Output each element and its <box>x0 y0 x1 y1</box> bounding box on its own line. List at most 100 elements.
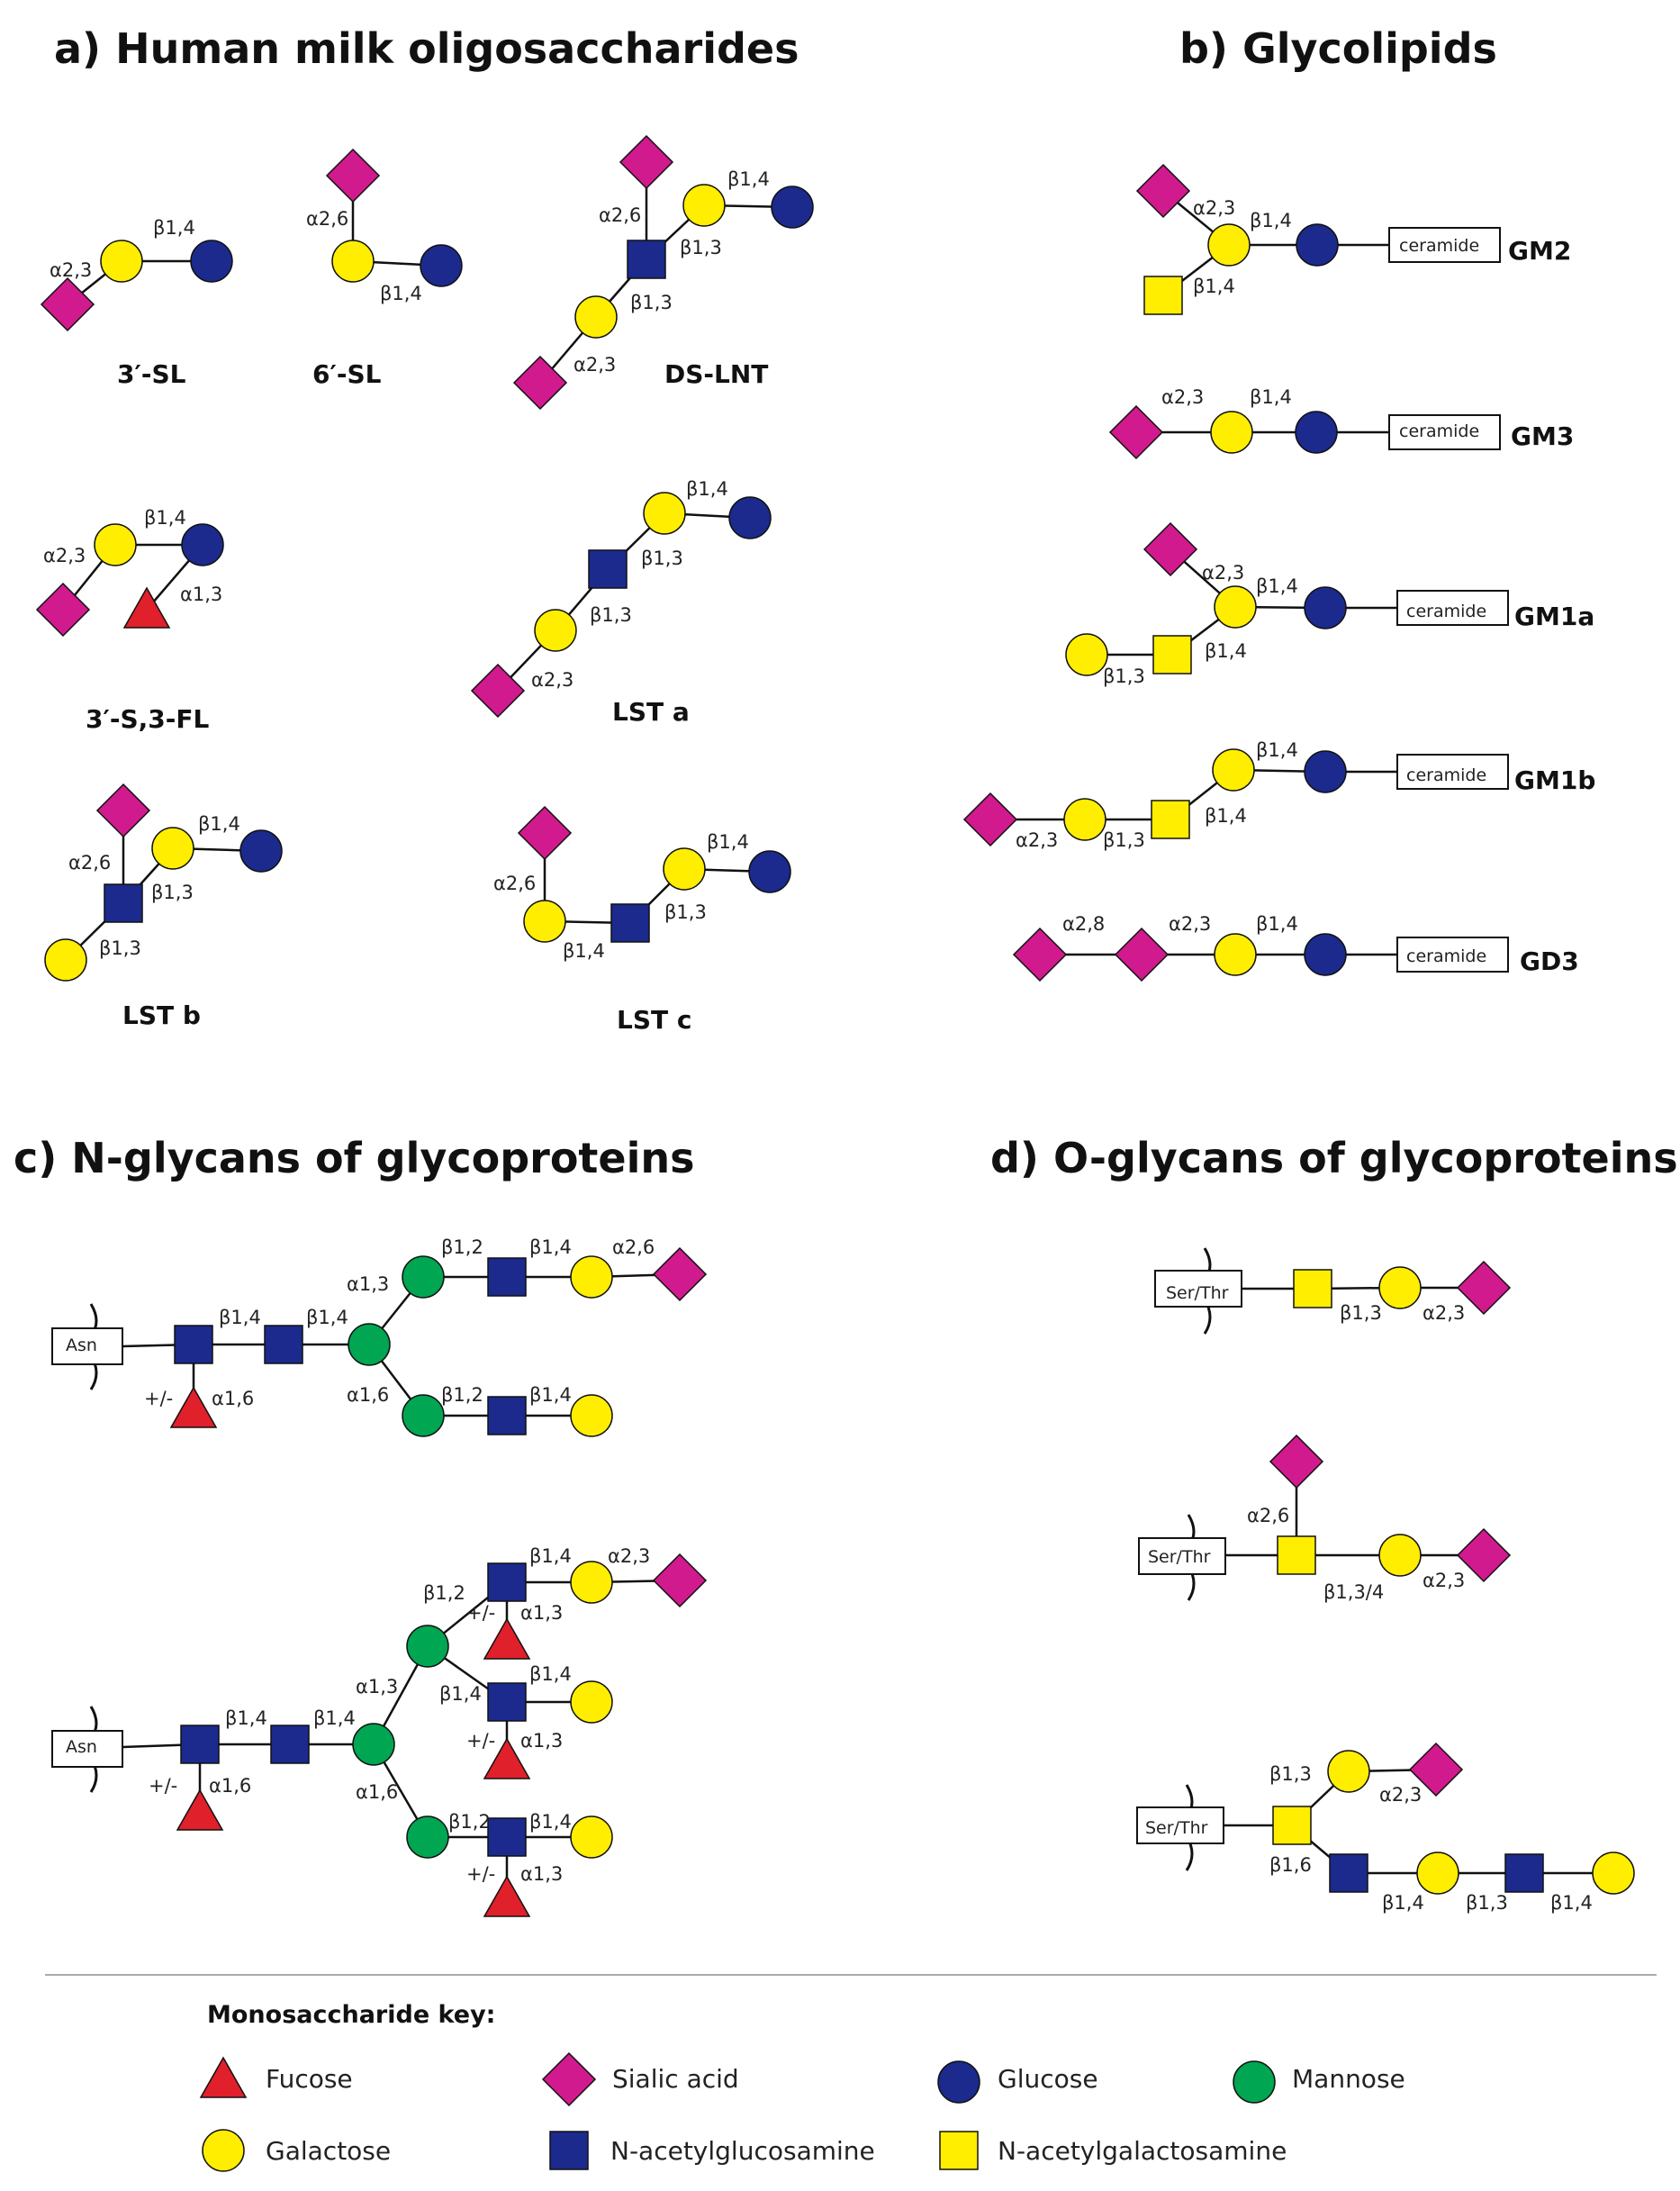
link-label: β1,4 <box>219 1307 261 1328</box>
galactose-icon <box>94 523 137 566</box>
galactose-icon <box>1214 585 1257 629</box>
galactose-icon <box>570 1394 613 1437</box>
link-label: β1,2 <box>441 1236 483 1258</box>
link-label: β1,4 <box>153 217 195 239</box>
link-label: +/- <box>144 1388 173 1409</box>
anchor-box <box>1138 1537 1226 1575</box>
galactose-icon <box>1378 1266 1422 1309</box>
panel-d-title: d) O-glycans of glycoproteins <box>990 1134 1678 1182</box>
link-label: α2,3 <box>531 669 574 691</box>
glcnac-icon <box>487 1682 527 1722</box>
link-label: β1,4 <box>686 478 728 500</box>
glucose-icon <box>1304 933 1347 976</box>
fucose-icon <box>122 586 171 629</box>
link-label: β1,2 <box>448 1811 491 1833</box>
anchor-box <box>51 1730 123 1768</box>
sialic-acid-icon <box>541 2051 597 2107</box>
link-label: β1,3 <box>1103 829 1145 851</box>
link-label: α1,3 <box>347 1273 389 1295</box>
glucose-icon <box>728 496 772 539</box>
link-label: β1,4 <box>225 1707 267 1729</box>
key-label-galnac: N-acetylgalactosamine <box>998 2136 1287 2166</box>
link-label: +/- <box>149 1775 177 1797</box>
anchor-box <box>1396 754 1509 790</box>
mannose-icon <box>352 1723 395 1766</box>
galactose-icon <box>570 1680 613 1724</box>
sialic-acid-icon <box>325 148 381 204</box>
link-label: β1,4 <box>1205 805 1247 827</box>
bond-layer <box>62 162 1613 1898</box>
glcnac-icon <box>270 1725 310 1764</box>
asn-label: Asn <box>66 1737 97 1757</box>
sialic-acid-icon <box>1456 1527 1512 1583</box>
sialic-acid-icon <box>1269 1434 1324 1489</box>
link-label: β1,3 <box>680 237 722 258</box>
hmo-lstc: α2,6 β1,4 β1,3 β1,4 LST c <box>493 831 749 1035</box>
glycan-name: LST b <box>122 1000 201 1030</box>
ceramide-label: ceramide <box>1399 236 1479 256</box>
link-label: α1,6 <box>356 1781 398 1803</box>
link-label: α2,8 <box>1062 913 1105 935</box>
nglycan-1: Asn β1,4 β1,4 +/- α1,6 α1,3 β1,2 β1,4 α2… <box>66 1236 655 1409</box>
glucose-icon <box>1296 223 1339 267</box>
link-label: β1,3 <box>1340 1302 1382 1324</box>
link-label: α2,3 <box>1169 913 1211 935</box>
glcnac-icon <box>487 1257 527 1297</box>
glcnac-icon <box>264 1325 303 1364</box>
link-label: α2,3 <box>1423 1570 1465 1591</box>
fucose-icon <box>169 1386 218 1428</box>
galnac-icon <box>1293 1269 1332 1308</box>
ceramide-label: ceramide <box>1399 421 1479 441</box>
mannose-icon <box>1233 2060 1276 2104</box>
glcnac-icon <box>588 549 628 589</box>
link-label: α2,6 <box>599 204 641 226</box>
anchor-box-layer <box>51 227 1509 1844</box>
link-label: β1,4 <box>380 283 422 304</box>
glcnac-icon <box>487 1562 527 1602</box>
link-label: +/- <box>466 1863 495 1885</box>
link-label: β1,4 <box>306 1307 348 1328</box>
link-label: α2,6 <box>493 873 536 894</box>
fucose-icon <box>483 1737 531 1779</box>
link-label: α1,3 <box>520 1863 563 1885</box>
anchor-box <box>1388 414 1501 450</box>
link-label: β1,4 <box>1256 739 1298 761</box>
link-label: α2,3 <box>1193 197 1235 219</box>
key-label-glcnac: N-acetylglucosamine <box>610 2136 875 2166</box>
link-label: +/- <box>466 1730 495 1752</box>
sialic-acid-icon <box>512 355 568 411</box>
sialic-acid-icon <box>652 1553 708 1608</box>
glycolipid-name: GM2 <box>1508 236 1571 266</box>
link-label: β1,4 <box>1205 640 1247 662</box>
link-label: β1,4 <box>439 1683 482 1705</box>
glcnac-icon <box>627 240 666 279</box>
mannose-icon <box>406 1815 449 1859</box>
nglycan-2: Asn β1,4 β1,4 +/- α1,6 α1,3 β1,2 β1,4 α2… <box>66 1545 650 1885</box>
link-label: β1,4 <box>529 1236 572 1258</box>
key-label-glucose: Glucose <box>998 2064 1098 2094</box>
galactose-icon <box>331 240 375 283</box>
galnac-icon <box>1277 1535 1316 1575</box>
galactose-icon <box>100 240 143 283</box>
ceramide-label: ceramide <box>1406 765 1486 785</box>
link-label: α1,3 <box>356 1676 398 1698</box>
glucose-icon <box>239 829 283 873</box>
link-label: β1,4 <box>1193 276 1235 297</box>
galactose-icon <box>1416 1851 1459 1895</box>
sialic-acid-icon <box>35 582 91 638</box>
sialic-acid-icon <box>652 1246 708 1302</box>
link-label: α1,3 <box>520 1602 563 1624</box>
galactose-icon <box>1210 411 1253 454</box>
mannose-icon <box>402 1255 445 1299</box>
galactose-icon <box>570 1561 613 1604</box>
serthr-label: Ser/Thr <box>1148 1547 1211 1567</box>
hmo-3s3fl: α2,3 β1,4 α1,3 3′-S,3-FL <box>43 507 222 734</box>
anchor-box <box>1136 1806 1224 1844</box>
link-label: β1,4 <box>1250 386 1292 408</box>
glucose-icon <box>181 523 224 566</box>
link-label: α1,6 <box>347 1384 389 1406</box>
glycolipid-gd3: α2,8 α2,3 β1,4 ceramide GD3 <box>1062 913 1579 976</box>
glycolipid-gm1a: α2,3 β1,4 β1,4 β1,3 ceramide GM1a <box>1103 562 1594 687</box>
link-label: β1,3 <box>630 292 673 313</box>
glcnac-icon <box>180 1725 220 1764</box>
